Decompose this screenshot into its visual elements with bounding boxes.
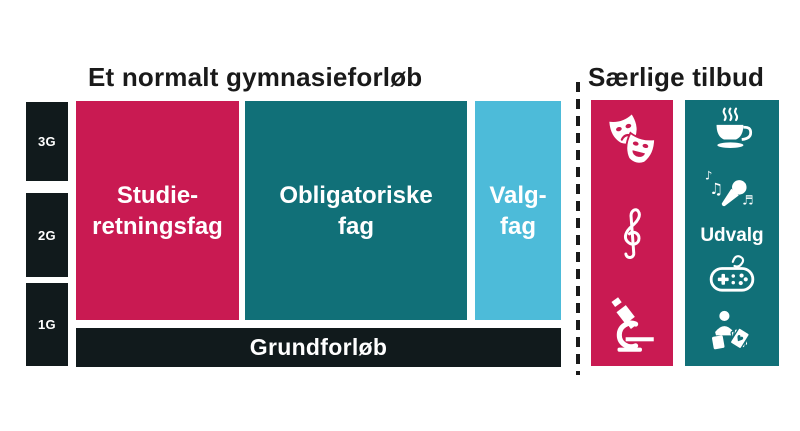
coffee-cup-icon [716,107,753,148]
year-box-3g: 3G [26,102,68,181]
box-valgfag-line1: Valg- [489,181,547,209]
game-controller-icon [709,255,755,292]
theater-masks-icon [609,114,656,165]
box-studieretningsfag-line2: retningsfag [92,212,223,240]
svg-text:♪: ♪ [705,168,713,182]
svg-text:♬: ♬ [742,193,753,208]
box-obligatoriske-fag-line2: fag [338,212,374,240]
year-label-3g: 3G [38,134,56,149]
box-valgfag-line2: fag [500,212,536,240]
year-box-1g: 1G [26,283,68,366]
person-cards-icon: ♥ [712,310,750,350]
box-obligatoriske-fag-line1: Obligatoriske [279,181,433,209]
dashed-divider [576,82,580,375]
svg-text:♫: ♫ [709,180,723,198]
microphone-music-notes-icon: ♪ ♫ ♪ ♬ [705,168,754,208]
special-offers-title: Særlige tilbud [588,62,765,92]
box-obligatoriske-fag: Obligatoriske fag [245,101,467,320]
svg-text:♥: ♥ [734,332,746,344]
box-studieretningsfag-line1: Studie- [116,181,199,209]
box-studieretningsfag: Studie- retningsfag [76,101,239,320]
main-title: Et normalt gymnasieforløb [88,62,423,92]
box-valgfag: Valg- fag [475,101,561,320]
grundforlob-label: Grundforløb [249,334,388,360]
treble-clef-icon [623,208,641,259]
special-column-crimson [591,100,673,366]
svg-text:♪: ♪ [740,181,746,192]
year-box-2g: 2G [26,193,68,277]
microscope-icon [611,297,654,352]
special-column-teal: ♪ ♫ ♪ ♬ Udvalg [685,100,779,366]
year-label-1g: 1G [38,317,56,332]
grundforlob-bar: Grundforløb [76,328,561,367]
year-label-2g: 2G [38,227,56,243]
udvalg-label: Udvalg [700,225,764,246]
